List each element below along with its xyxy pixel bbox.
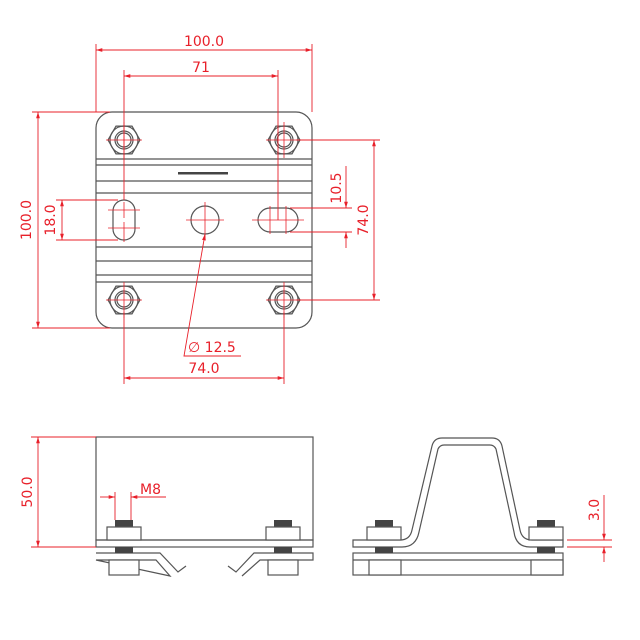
dim-hole-diameter: ∅ 12.5 bbox=[183, 233, 241, 357]
nut bbox=[265, 526, 301, 541]
hex-nut-top bbox=[266, 122, 302, 158]
dim-label: ∅ 12.5 bbox=[188, 340, 236, 356]
dim-label: 100.0 bbox=[184, 34, 224, 50]
nut bbox=[366, 526, 402, 541]
dim-bolt-spacing-74-vertical: 74.0 bbox=[296, 139, 380, 301]
dim-label: 71 bbox=[192, 60, 210, 76]
dim-slot-width-10-5: 10.5 bbox=[290, 166, 352, 248]
nut bbox=[530, 559, 564, 576]
nut bbox=[368, 559, 402, 576]
dim-slot-length-18: 18.0 bbox=[43, 199, 118, 241]
nut bbox=[108, 559, 140, 576]
engraved-marking bbox=[178, 172, 228, 175]
dim-label: 100.0 bbox=[19, 200, 35, 240]
base-plate bbox=[95, 111, 313, 329]
plate-grooves bbox=[96, 158, 312, 283]
hat-bracket bbox=[352, 437, 564, 548]
dim-label: 10.5 bbox=[329, 172, 345, 203]
dim-label: M8 bbox=[140, 482, 161, 498]
dim-thickness-3: 3.0 bbox=[567, 495, 612, 562]
dim-slot-spacing-71: 71 bbox=[123, 60, 279, 220]
nut bbox=[528, 526, 564, 541]
front-view: 50.0 M8 bbox=[20, 436, 314, 577]
dim-thread-m8: M8 bbox=[100, 482, 166, 520]
dim-label: 74.0 bbox=[356, 204, 372, 235]
side-view: 3.0 bbox=[352, 437, 612, 576]
dim-label: 3.0 bbox=[587, 499, 603, 521]
dim-label: 18.0 bbox=[43, 204, 59, 235]
nut bbox=[267, 559, 299, 576]
bolt-thread bbox=[115, 520, 133, 527]
dim-bolt-spacing-74-horizontal: 74.0 bbox=[123, 312, 285, 384]
dim-height-100: 100.0 bbox=[19, 111, 110, 329]
top-plate bbox=[95, 539, 314, 548]
dim-width-100: 100.0 bbox=[95, 34, 313, 112]
dim-label: 74.0 bbox=[188, 361, 219, 377]
nut bbox=[106, 526, 142, 541]
top-view: 100.0 71 100.0 18.0 10.5 74.0 bbox=[19, 34, 380, 384]
dim-height-50: 50.0 bbox=[20, 436, 96, 548]
dim-label: 50.0 bbox=[20, 476, 36, 507]
